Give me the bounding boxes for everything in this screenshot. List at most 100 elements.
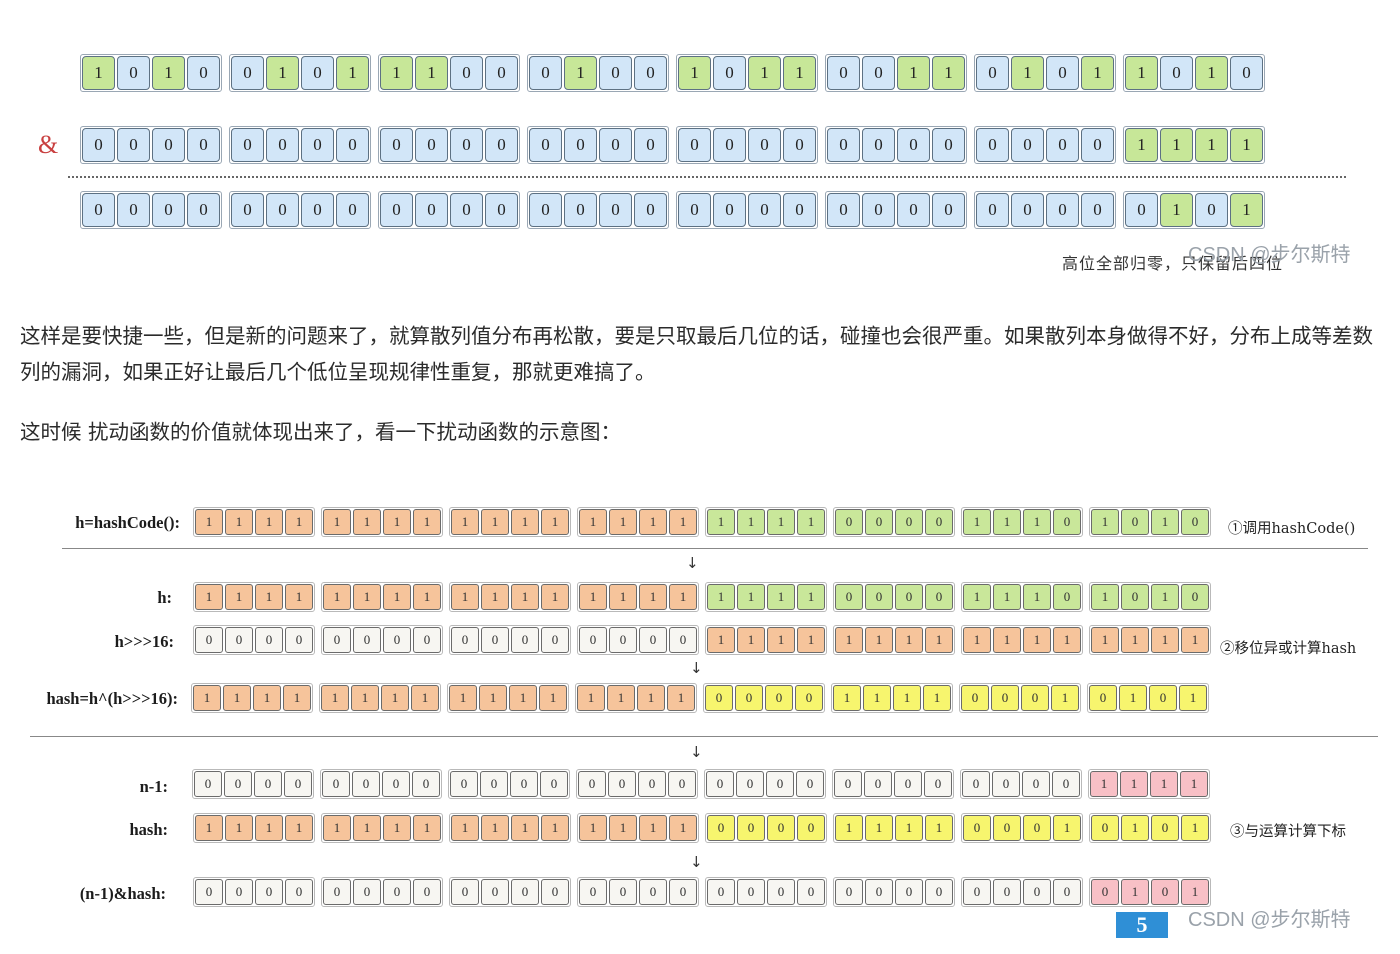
bit-cell: 0 — [510, 771, 538, 797]
bit-cell: 1 — [1091, 584, 1119, 610]
bit-cell: 0 — [480, 771, 508, 797]
bit-cell: 1 — [707, 509, 735, 535]
bit-cell: 0 — [564, 128, 597, 162]
bit-cell: 0 — [255, 879, 283, 905]
bit-cell: 0 — [511, 879, 539, 905]
bit-cell: 0 — [608, 771, 636, 797]
bit-cell: 0 — [194, 771, 222, 797]
bit-cell: 1 — [225, 509, 253, 535]
bit-cell: 1 — [1081, 56, 1114, 90]
bit-cell: 0 — [231, 128, 264, 162]
bit-cell: 0 — [1121, 584, 1149, 610]
bit-cell: 0 — [599, 128, 632, 162]
bit-cell: 1 — [451, 584, 479, 610]
bit-cell: 0 — [678, 128, 711, 162]
bit-cell: 1 — [541, 584, 569, 610]
bit-cell: 0 — [529, 128, 562, 162]
bit-cell: 1 — [609, 815, 637, 841]
bit-cell: 0 — [353, 879, 381, 905]
bit-cell: 0 — [1181, 509, 1209, 535]
bit-cell: 1 — [579, 584, 607, 610]
bit-cell: 0 — [748, 193, 781, 227]
result-divider — [68, 176, 1346, 178]
paragraph-disturb-intro: 这时候 扰动函数的价值就体现出来了，看一下扰动函数的示意图： — [20, 420, 622, 444]
bit-cell: 0 — [862, 128, 895, 162]
bit-cell: 1 — [223, 685, 251, 711]
bit-cell: 1 — [609, 584, 637, 610]
bit-cell: 1 — [607, 685, 635, 711]
bit-cell: 0 — [529, 193, 562, 227]
bit-cell: 1 — [1230, 193, 1263, 227]
bit-cell: 1 — [1053, 815, 1081, 841]
bit-cell: 1 — [1091, 627, 1119, 653]
bit-cell: 0 — [795, 685, 823, 711]
bit-cell: 0 — [609, 627, 637, 653]
bit-cell: 0 — [578, 771, 606, 797]
bit-cell: 1 — [639, 509, 667, 535]
step-2-label: ②移位异或计算hash — [1220, 641, 1357, 657]
bit-cell: 0 — [353, 627, 381, 653]
bit-cell: 0 — [481, 879, 509, 905]
bit-cell: 1 — [255, 509, 283, 535]
bit-cell: 1 — [1195, 56, 1228, 90]
bit-cell: 0 — [541, 879, 569, 905]
bit-cell: 0 — [865, 879, 893, 905]
bit-cell: 0 — [1053, 879, 1081, 905]
bit-cell: 0 — [834, 771, 862, 797]
bit-cell: 0 — [450, 128, 483, 162]
bit-cell: 1 — [266, 56, 299, 90]
bit-cell: 0 — [564, 193, 597, 227]
bit-cell: 1 — [1181, 815, 1209, 841]
bit-cell: 0 — [511, 627, 539, 653]
bit-cell: 0 — [266, 193, 299, 227]
bit-cell: 0 — [450, 56, 483, 90]
bit-cell: 0 — [225, 879, 253, 905]
bit-cell: 0 — [352, 771, 380, 797]
bit-cell: 0 — [897, 128, 930, 162]
bit-cell: 1 — [509, 685, 537, 711]
bit-cell: 1 — [639, 584, 667, 610]
bit-cell: 1 — [323, 509, 351, 535]
bit-cell: 1 — [669, 815, 697, 841]
bit-cell: 0 — [1125, 193, 1158, 227]
label-hashcode: h=hashCode(): — [75, 513, 180, 532]
bit-cell: 1 — [541, 815, 569, 841]
bit-cell: 1 — [285, 815, 313, 841]
bit-cell: 1 — [479, 685, 507, 711]
bit-cell: 1 — [577, 685, 605, 711]
bit-cell: 0 — [82, 193, 115, 227]
bit-cell: 0 — [117, 128, 150, 162]
bit-cell: 0 — [1230, 56, 1263, 90]
bit-cell: 1 — [925, 627, 953, 653]
bit-cell: 1 — [1125, 56, 1158, 90]
watermark: CSDN @步尔斯特 — [1188, 909, 1351, 931]
bit-cell: 0 — [1011, 128, 1044, 162]
bit-cell: 0 — [735, 685, 763, 711]
bit-cell: 0 — [835, 509, 863, 535]
bit-cell: 1 — [707, 627, 735, 653]
bit-cell: 0 — [993, 815, 1021, 841]
label-index: (n-1)&hash: — [79, 884, 166, 903]
bit-cell: 0 — [599, 193, 632, 227]
